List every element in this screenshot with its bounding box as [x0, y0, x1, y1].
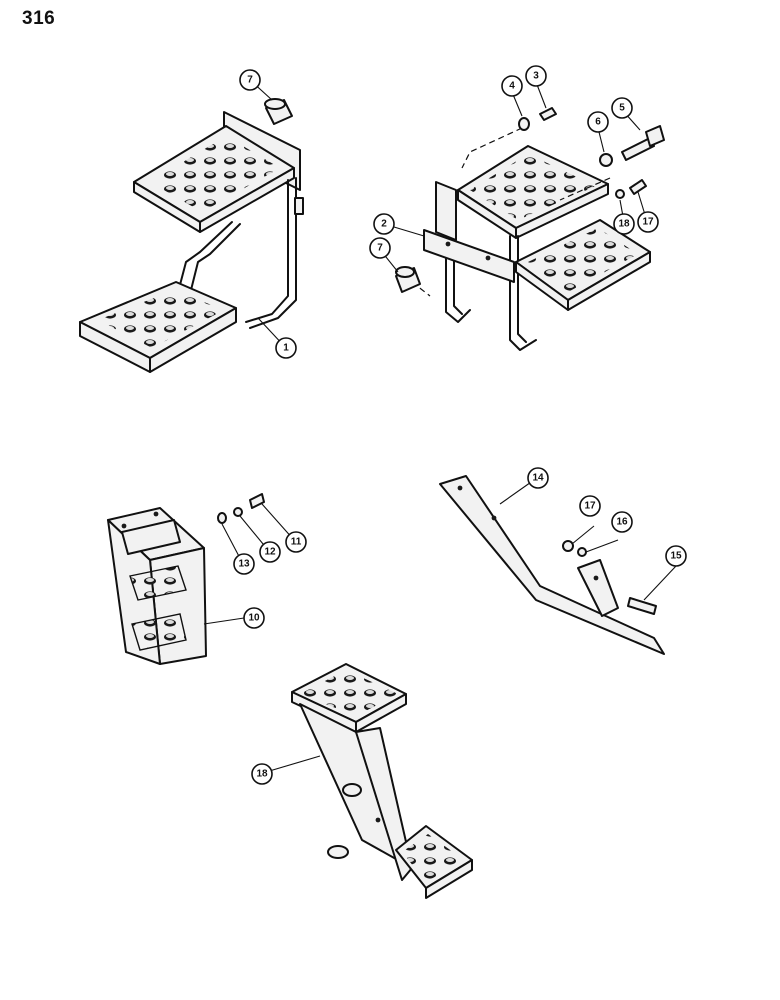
callout-18-bottom: 18	[251, 763, 273, 785]
callout-7-top-left: 7	[239, 69, 261, 91]
step-bracket	[439, 475, 665, 655]
callout-2: 2	[373, 213, 395, 235]
svg-text:14: 14	[532, 473, 544, 484]
svg-text:15: 15	[670, 551, 682, 562]
callout-4: 4	[501, 75, 523, 97]
callout-12: 12	[259, 541, 281, 563]
z-step-assembly	[291, 663, 473, 899]
svg-text:17: 17	[584, 501, 596, 512]
double-step-assembly	[79, 111, 304, 373]
callout-5: 5	[611, 97, 633, 119]
box-step-assembly	[107, 493, 265, 665]
callout-15: 15	[665, 545, 687, 567]
callout-14: 14	[527, 467, 549, 489]
callout-13: 13	[233, 553, 255, 575]
svg-text:10: 10	[248, 613, 260, 624]
svg-text:16: 16	[616, 517, 628, 528]
svg-text:3: 3	[533, 71, 539, 82]
callout-18-top-right: 18	[613, 213, 635, 235]
callout-7-top-right: 7	[369, 237, 391, 259]
callout-17-mid-right: 17	[579, 495, 601, 517]
svg-text:7: 7	[247, 75, 253, 86]
callout-1: 1	[275, 337, 297, 359]
svg-text:18: 18	[618, 219, 630, 230]
callout-16: 16	[611, 511, 633, 533]
svg-text:4: 4	[509, 81, 515, 92]
svg-text:5: 5	[619, 103, 625, 114]
svg-text:12: 12	[264, 547, 276, 558]
svg-text:6: 6	[595, 117, 601, 128]
svg-text:17: 17	[642, 217, 654, 228]
svg-text:11: 11	[291, 537, 302, 548]
svg-text:2: 2	[381, 219, 387, 230]
callout-10: 10	[243, 607, 265, 629]
svg-text:1: 1	[283, 343, 289, 354]
spacer-bushing	[264, 98, 293, 125]
exploded-step-assembly	[395, 107, 665, 351]
callout-17-top-right: 17	[637, 211, 659, 233]
svg-text:13: 13	[238, 559, 250, 570]
callout-6: 6	[587, 111, 609, 133]
svg-text:7: 7	[377, 243, 383, 254]
svg-text:18: 18	[256, 769, 268, 780]
page-number: 316	[22, 8, 56, 29]
callout-11: 11	[285, 531, 307, 553]
callout-3: 3	[525, 65, 547, 87]
